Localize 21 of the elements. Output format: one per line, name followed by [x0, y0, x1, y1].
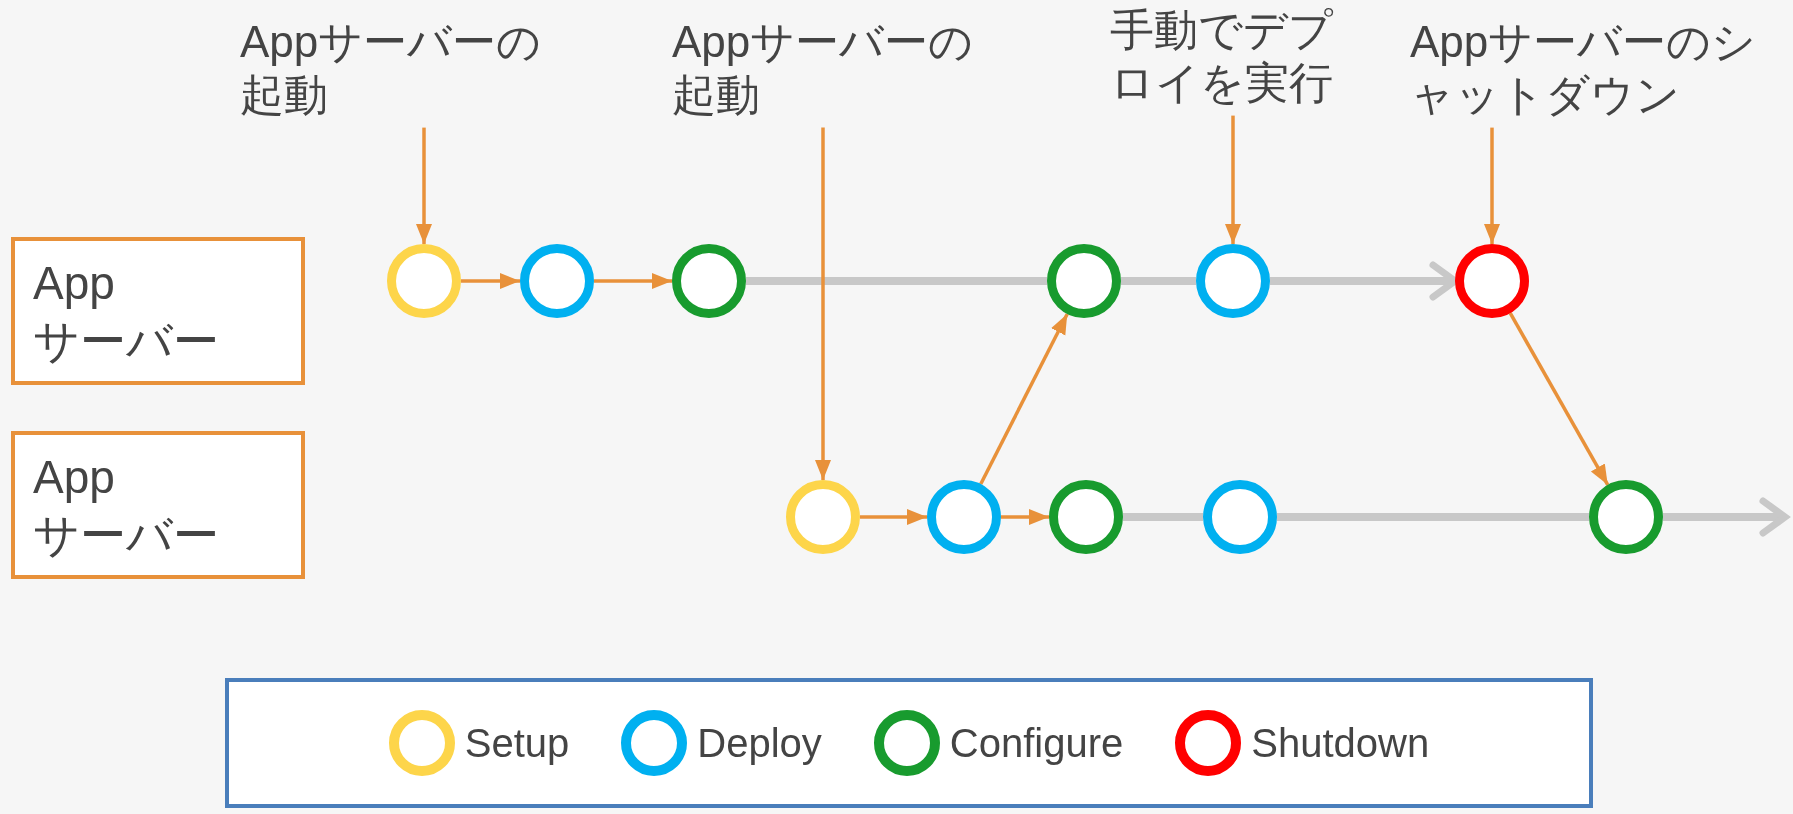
server-label: App サーバー [11, 431, 305, 579]
event-label: 手動でデプロイを実行 [1110, 4, 1350, 110]
event-label: Appサーバーのシャットダウン [1410, 16, 1793, 122]
arrow [815, 127, 831, 480]
timeline-arrow [1663, 497, 1789, 537]
legend-text: Shutdown [1251, 720, 1430, 766]
arrow [1484, 127, 1500, 244]
arrow [1508, 312, 1610, 486]
legend-text: Deploy [697, 720, 822, 766]
event-label: Appサーバーの起動 [672, 16, 1002, 122]
arrow [979, 313, 1069, 485]
server-label: App サーバー [11, 237, 305, 385]
arrow [594, 273, 672, 289]
legend-text: Setup [464, 720, 570, 766]
event-label: Appサーバーの起動 [240, 16, 570, 122]
arrow [416, 127, 432, 244]
arrow [1001, 509, 1049, 525]
arrow [1225, 115, 1241, 244]
arrow [860, 509, 927, 525]
legend-text: Configure [949, 720, 1124, 766]
arrow [461, 273, 520, 289]
